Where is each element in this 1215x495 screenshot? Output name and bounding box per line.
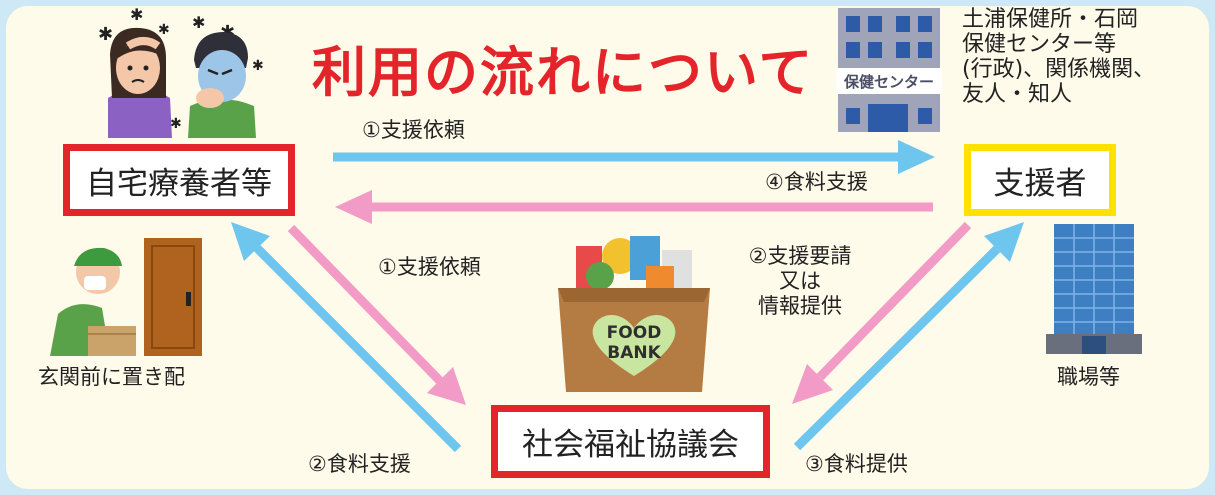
svg-text:✱: ✱ — [98, 24, 113, 45]
svg-text:✱: ✱ — [158, 22, 170, 38]
supporter-example-line: 土浦保健所・石岡 — [962, 7, 1139, 32]
office-building-illustration — [1046, 224, 1142, 354]
health-center-building-illustration: 保健センター — [836, 8, 942, 132]
foodbank-label-line1: FOOD — [607, 323, 662, 343]
arrow-food-supporter-to-home — [335, 190, 933, 224]
health-center-sign-text: 保健センター — [843, 73, 934, 91]
doorstep-delivery-illustration — [50, 238, 202, 356]
label-food-council-to-supporter: ③食料提供 — [805, 452, 908, 476]
label-line: ②支援要請 — [748, 244, 852, 268]
arrow-food-council-to-home — [231, 222, 462, 453]
supporter-examples: 土浦保健所・石岡 保健センター等 (行政)、関係機関、 友人・知人 — [962, 7, 1156, 107]
label-request-home-to-council: ①支援依頼 — [378, 255, 481, 279]
node-home: 自宅療養者等 — [63, 144, 295, 216]
caption-workplace: 職場等 — [1057, 365, 1120, 389]
svg-text:✱: ✱ — [252, 58, 264, 74]
label-request-home-to-supporter: ①支援依頼 — [362, 118, 465, 142]
caption-doorstep: 玄関前に置き配 — [38, 365, 185, 389]
arrow-request-supporter-to-council — [792, 221, 972, 404]
label-request-supporter-to-council: ②支援要請 又は 情報提供 — [730, 244, 870, 320]
label-food-supporter-to-home: ④食料支援 — [765, 170, 868, 194]
arrow-request-home-to-council — [287, 224, 466, 405]
svg-text:✱: ✱ — [192, 13, 205, 32]
foodbank-label-line2: BANK — [607, 343, 661, 363]
svg-text:✱: ✱ — [170, 116, 182, 132]
label-line: 又は — [779, 269, 821, 294]
supporter-example-line: 保健センター等 — [962, 31, 1117, 57]
supporter-example-line: 友人・知人 — [962, 81, 1073, 107]
diagram-title: 利用の流れについて — [312, 41, 815, 104]
arrow-food-council-to-supporter — [793, 222, 1024, 451]
node-council: 社会福祉協議会 — [491, 405, 770, 478]
arrow-request-home-to-supporter — [333, 140, 935, 174]
node-supporter: 支援者 — [964, 144, 1116, 216]
svg-text:✱: ✱ — [130, 6, 143, 24]
label-food-council-to-home: ②食料支援 — [308, 452, 411, 476]
sick-people-illustration: ✱ ✱ ✱ ✱ ✱ ✱ ✱ — [98, 6, 264, 138]
food-bank-box-illustration: FOOD BANK — [558, 236, 710, 392]
supporter-example-line: (行政)、関係機関、 — [962, 56, 1156, 82]
label-line: 情報提供 — [758, 294, 842, 319]
